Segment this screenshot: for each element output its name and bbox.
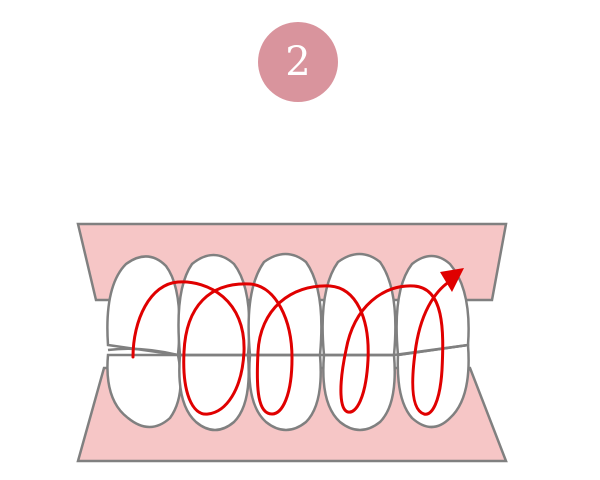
brushing-spiral-path: [131, 278, 454, 416]
step-badge: 2: [258, 22, 338, 102]
upper-tooth-2: [177, 253, 251, 357]
step-number: 2: [285, 39, 311, 85]
upper-teeth-icon: [106, 252, 470, 357]
upper-tooth-3: [247, 252, 323, 357]
brushing-arrow-head-icon: [440, 268, 464, 292]
